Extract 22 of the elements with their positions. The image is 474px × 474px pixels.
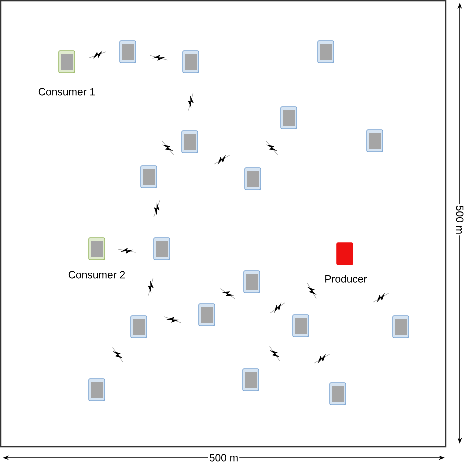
device-icon xyxy=(366,130,384,152)
device-with-label: Producer xyxy=(326,242,368,283)
device-icon xyxy=(392,316,410,338)
device-icon xyxy=(198,304,216,326)
device-icon xyxy=(182,130,198,154)
device-icon xyxy=(318,40,334,64)
device-icon xyxy=(242,368,260,392)
device-icon xyxy=(154,238,170,260)
device-icon xyxy=(140,166,158,188)
dimension-label: 500 m xyxy=(456,206,464,234)
dimension-label: 500 m xyxy=(210,454,238,462)
device-icon xyxy=(130,316,148,338)
device-icon xyxy=(120,40,136,64)
device-icon xyxy=(280,106,298,130)
device-with-label: Consumer 1 xyxy=(38,50,96,96)
device-icon xyxy=(182,50,200,74)
device-icon xyxy=(330,382,346,406)
device-icon xyxy=(244,270,260,294)
device-icon xyxy=(88,378,106,402)
device-icon xyxy=(292,314,310,338)
device-with-label: Consumer 2 xyxy=(68,238,126,279)
device-icon xyxy=(244,168,262,190)
